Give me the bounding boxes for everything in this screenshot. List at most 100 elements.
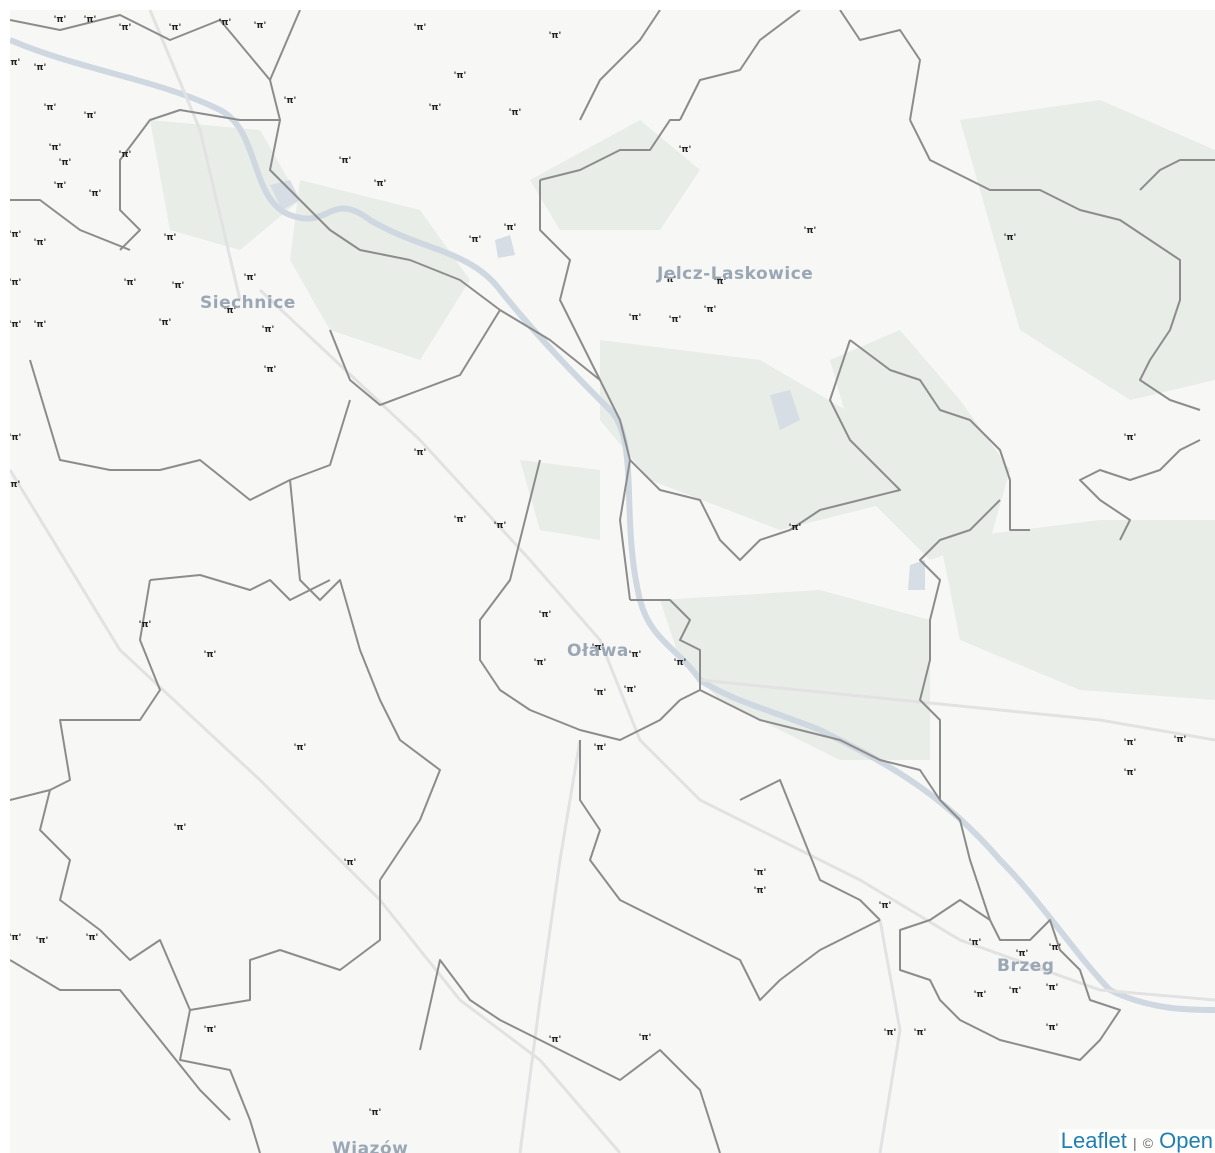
admin-boundaries xyxy=(10,10,1215,1153)
tower-marker-icon[interactable]: 'π' xyxy=(754,886,767,896)
lake xyxy=(495,235,515,258)
tower-marker-icon[interactable]: 'π' xyxy=(219,18,232,28)
tower-marker-icon[interactable]: 'π' xyxy=(509,108,522,118)
tower-marker-icon[interactable]: 'π' xyxy=(592,643,605,653)
tower-marker-icon[interactable]: 'π' xyxy=(369,1108,382,1118)
tower-marker-icon[interactable]: 'π' xyxy=(704,305,717,315)
openstreetmap-link[interactable]: Open xyxy=(1159,1127,1213,1153)
tower-marker-icon[interactable]: 'π' xyxy=(294,743,307,753)
tower-marker-icon[interactable]: 'π' xyxy=(204,1025,217,1035)
tower-marker-icon[interactable]: 'π' xyxy=(429,103,442,113)
tower-marker-icon[interactable]: 'π' xyxy=(1016,949,1029,959)
tower-marker-icon[interactable]: 'π' xyxy=(10,480,20,490)
tower-marker-icon[interactable]: 'π' xyxy=(914,1028,927,1038)
tower-marker-icon[interactable]: 'π' xyxy=(54,181,67,191)
tower-marker-icon[interactable]: 'π' xyxy=(1124,433,1137,443)
tower-marker-icon[interactable]: 'π' xyxy=(10,433,21,443)
tower-marker-icon[interactable]: 'π' xyxy=(84,15,97,25)
leaflet-link[interactable]: Leaflet xyxy=(1060,1127,1127,1153)
tower-marker-icon[interactable]: 'π' xyxy=(164,233,177,243)
tower-marker-icon[interactable]: 'π' xyxy=(594,688,607,698)
tower-marker-icon[interactable]: 'π' xyxy=(36,936,49,946)
tower-marker-icon[interactable]: 'π' xyxy=(54,15,67,25)
tower-marker-icon[interactable]: 'π' xyxy=(10,278,21,288)
tower-marker-icon[interactable]: 'π' xyxy=(1046,1023,1059,1033)
tower-marker-icon[interactable]: 'π' xyxy=(174,823,187,833)
tower-marker-icon[interactable]: 'π' xyxy=(339,156,352,166)
tower-marker-icon[interactable]: 'π' xyxy=(1004,233,1017,243)
tower-marker-icon[interactable]: 'π' xyxy=(169,23,182,33)
tower-marker-icon[interactable]: 'π' xyxy=(804,226,817,236)
tower-marker-icon[interactable]: 'π' xyxy=(10,58,20,68)
tower-marker-icon[interactable]: 'π' xyxy=(224,306,237,316)
tower-marker-icon[interactable]: 'π' xyxy=(119,23,132,33)
tower-marker-icon[interactable]: 'π' xyxy=(44,103,57,113)
tower-marker-icon[interactable]: 'π' xyxy=(884,1028,897,1038)
tower-marker-icon[interactable]: 'π' xyxy=(284,96,297,106)
tower-marker-icon[interactable]: 'π' xyxy=(262,325,275,335)
tower-marker-icon[interactable]: 'π' xyxy=(664,275,677,285)
tower-marker-icon[interactable]: 'π' xyxy=(49,143,62,153)
tower-marker-icon[interactable]: 'π' xyxy=(789,523,802,533)
tower-marker-icon[interactable]: 'π' xyxy=(969,938,982,948)
tower-marker-icon[interactable]: 'π' xyxy=(139,620,152,630)
map-view[interactable]: 'π' 'π' 'π' 'π' 'π' 'π' 'π' 'π' 'π' 'π' 'π' 'π' 'π' '… xyxy=(10,10,1215,1153)
tower-marker-icon[interactable]: 'π' xyxy=(594,743,607,753)
tower-marker-icon[interactable]: 'π' xyxy=(504,223,517,233)
boundary xyxy=(919,499,1001,800)
tower-marker-icon[interactable]: 'π' xyxy=(1046,983,1059,993)
tower-marker-icon[interactable]: 'π' xyxy=(264,365,277,375)
tower-marker-icon[interactable]: 'π' xyxy=(244,273,257,283)
tower-marker-icon[interactable]: 'π' xyxy=(172,281,185,291)
tower-marker-icon[interactable]: 'π' xyxy=(624,685,637,695)
boundary xyxy=(739,779,881,921)
boundary xyxy=(269,119,501,311)
tower-marker-icon[interactable]: 'π' xyxy=(714,277,727,287)
tower-marker-icon[interactable]: 'π' xyxy=(10,230,21,240)
tower-marker-icon[interactable]: 'π' xyxy=(204,650,217,660)
tower-marker-icon[interactable]: 'π' xyxy=(669,315,682,325)
boundary xyxy=(839,10,921,121)
tower-marker-icon[interactable]: 'π' xyxy=(34,238,47,248)
tower-marker-icon[interactable]: 'π' xyxy=(1009,986,1022,996)
tower-marker-icon[interactable]: 'π' xyxy=(89,189,102,199)
tower-marker-icon[interactable]: 'π' xyxy=(159,318,172,328)
tower-marker-icon[interactable]: 'π' xyxy=(124,278,137,288)
tower-marker-icon[interactable]: 'π' xyxy=(549,31,562,41)
tower-marker-icon[interactable]: 'π' xyxy=(639,1033,652,1043)
tower-marker-icon[interactable]: 'π' xyxy=(629,313,642,323)
tower-marker-icon[interactable]: 'π' xyxy=(679,145,692,155)
tower-marker-icon[interactable]: 'π' xyxy=(974,990,987,1000)
road xyxy=(258,288,1215,1002)
tower-marker-icon[interactable]: 'π' xyxy=(674,658,687,668)
tower-marker-icon[interactable]: 'π' xyxy=(344,858,357,868)
tower-marker-icon[interactable]: 'π' xyxy=(469,235,482,245)
tower-marker-icon[interactable]: 'π' xyxy=(84,111,97,121)
tower-marker-icon[interactable]: 'π' xyxy=(10,933,21,943)
tower-marker-icon[interactable]: 'π' xyxy=(879,901,892,911)
tower-marker-icon[interactable]: 'π' xyxy=(414,448,427,458)
tower-marker-icon[interactable]: 'π' xyxy=(374,179,387,189)
tower-marker-icon[interactable]: 'π' xyxy=(754,868,767,878)
tower-marker-icon[interactable]: 'π' xyxy=(86,933,99,943)
tower-marker-icon[interactable]: 'π' xyxy=(534,658,547,668)
tower-marker-icon[interactable]: 'π' xyxy=(414,23,427,33)
tower-marker-icon[interactable]: 'π' xyxy=(34,320,47,330)
tower-marker-icon[interactable]: 'π' xyxy=(629,650,642,660)
tower-marker-icon[interactable]: 'π' xyxy=(34,63,47,73)
boundary xyxy=(329,309,501,406)
tower-marker-icon[interactable]: 'π' xyxy=(1174,735,1187,745)
tower-marker-icon[interactable]: 'π' xyxy=(59,158,72,168)
tower-marker-icon[interactable]: 'π' xyxy=(539,610,552,620)
forest-area xyxy=(150,120,300,250)
tower-marker-icon[interactable]: 'π' xyxy=(1049,943,1062,953)
tower-marker-icon[interactable]: 'π' xyxy=(454,71,467,81)
tower-marker-icon[interactable]: 'π' xyxy=(119,150,132,160)
tower-marker-icon[interactable]: 'π' xyxy=(254,21,267,31)
tower-marker-icon[interactable]: 'π' xyxy=(1124,738,1137,748)
tower-marker-icon[interactable]: 'π' xyxy=(454,515,467,525)
tower-marker-icon[interactable]: 'π' xyxy=(494,521,507,531)
tower-marker-icon[interactable]: 'π' xyxy=(549,1035,562,1045)
tower-marker-icon[interactable]: 'π' xyxy=(10,320,21,330)
tower-marker-icon[interactable]: 'π' xyxy=(1124,768,1137,778)
